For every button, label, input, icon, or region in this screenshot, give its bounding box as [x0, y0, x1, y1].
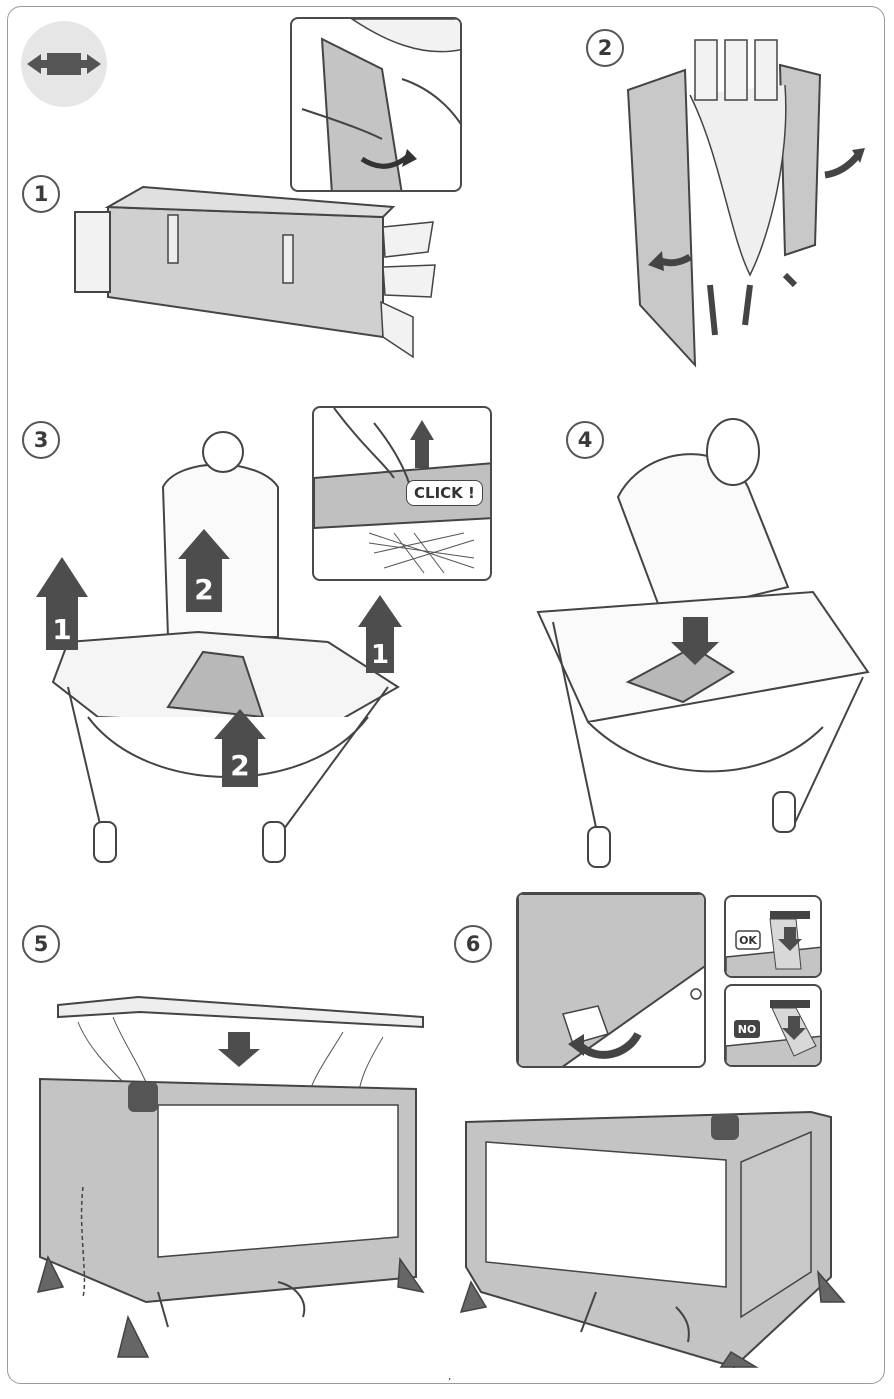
- ok-detail-callout: OK: [724, 895, 822, 978]
- page-mark: ’: [448, 1377, 452, 1388]
- step-number-3: 3: [22, 421, 60, 459]
- arrow-2-bottom: 2: [214, 709, 266, 787]
- step-number-1: 1: [22, 175, 60, 213]
- step-number-4: 4: [566, 421, 604, 459]
- unzip-hands-illustration: [301, 19, 460, 190]
- horizontal-expand-icon: [21, 21, 107, 107]
- no-strap-illustration: NO: [726, 1000, 820, 1065]
- fastener-detail-callout: [516, 892, 706, 1068]
- press-base-illustration: [536, 418, 870, 868]
- lift-rails-illustration: 1 2 2 1: [36, 431, 402, 863]
- step-number-6: 6: [454, 925, 492, 963]
- svg-text:2: 2: [194, 573, 213, 606]
- svg-text:2: 2: [230, 749, 249, 782]
- no-badge: NO: [738, 1023, 757, 1036]
- ok-strap-illustration: OK: [726, 911, 820, 976]
- step-number-2: 2: [586, 29, 624, 67]
- ok-badge: OK: [739, 934, 757, 947]
- arrow-2-top: 2: [178, 529, 230, 612]
- instruction-page: 1 2 3: [7, 6, 885, 1388]
- folded-bag-illustration: [74, 185, 436, 359]
- step1-detail-callout: [290, 17, 462, 192]
- strap-fold-illustration: [518, 894, 704, 1066]
- assembled-cot-illustration: [459, 1110, 846, 1369]
- step-number-5: 5: [22, 925, 60, 963]
- arrow-1-left: 1: [36, 557, 88, 650]
- svg-text:1: 1: [371, 640, 389, 670]
- arrow-1-right: 1: [358, 595, 402, 673]
- click-detail-callout: CLICK !: [312, 406, 492, 581]
- rail-lock-illustration: [314, 408, 490, 574]
- click-label: CLICK !: [406, 480, 483, 506]
- no-detail-callout: NO: [724, 984, 822, 1067]
- unfolding-sides-illustration: [626, 39, 865, 368]
- insert-mattress-illustration: [36, 995, 425, 1358]
- svg-text:1: 1: [52, 613, 71, 646]
